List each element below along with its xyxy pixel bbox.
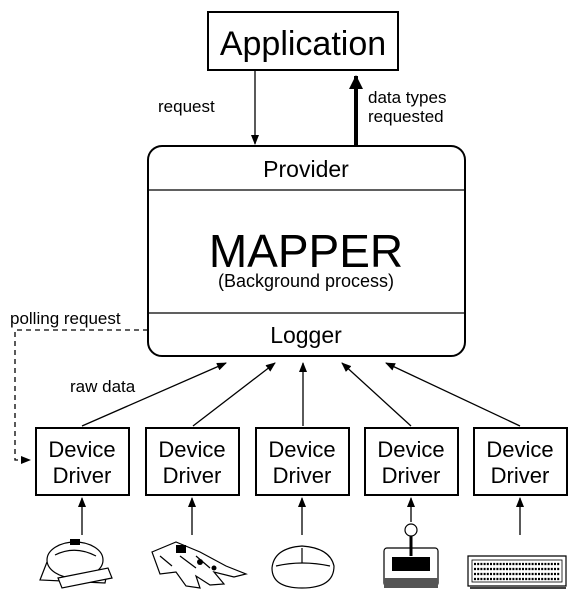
mapper-box: Provider MAPPER (Background process) Log… — [147, 145, 466, 357]
driver-label-line1: Device — [158, 437, 225, 462]
mapper-title: MAPPER — [209, 225, 403, 277]
joystick-icon — [383, 523, 439, 588]
raw-data-arrow-4 — [341, 362, 412, 427]
device-driver-4: Device Driver — [364, 427, 459, 496]
driver-label-line2: Driver — [491, 463, 550, 488]
device-driver-2: Device Driver — [145, 427, 240, 496]
raw-data-arrow-2 — [192, 362, 276, 427]
driver-label-line2: Driver — [53, 463, 112, 488]
driver-label-line1: Device — [48, 437, 115, 462]
driver-label-line2: Driver — [382, 463, 441, 488]
application-label: Application — [220, 25, 386, 63]
polling-request-arrow — [14, 329, 148, 464]
mouse-icon — [271, 545, 335, 589]
driver-label-line2: Driver — [163, 463, 222, 488]
driver-label-line1: Device — [486, 437, 553, 462]
raw-data-arrow-1 — [81, 362, 227, 427]
driver-label-line1: Device — [268, 437, 335, 462]
data-glove-icon — [151, 541, 248, 589]
device-driver-5: Device Driver — [473, 427, 568, 496]
head-tracker-icon — [39, 539, 113, 589]
application-box: Application — [207, 11, 399, 71]
raw-data-arrow-5 — [385, 362, 521, 427]
driver-label-line1: Device — [377, 437, 444, 462]
driver-label-line2: Driver — [273, 463, 332, 488]
data-types-label-line2: requested — [368, 107, 444, 126]
device-driver-1: Device Driver — [35, 427, 130, 496]
provider-label: Provider — [263, 156, 349, 182]
logger-label: Logger — [270, 322, 342, 348]
keyboard-icon — [467, 555, 567, 589]
mapper-subtitle: (Background process) — [218, 271, 394, 291]
device-driver-3: Device Driver — [255, 427, 350, 496]
polling-request-label: polling request — [10, 309, 121, 328]
raw-data-label: raw data — [70, 377, 136, 396]
data-types-label-line1: data types — [368, 88, 446, 107]
request-label: request — [158, 97, 215, 116]
